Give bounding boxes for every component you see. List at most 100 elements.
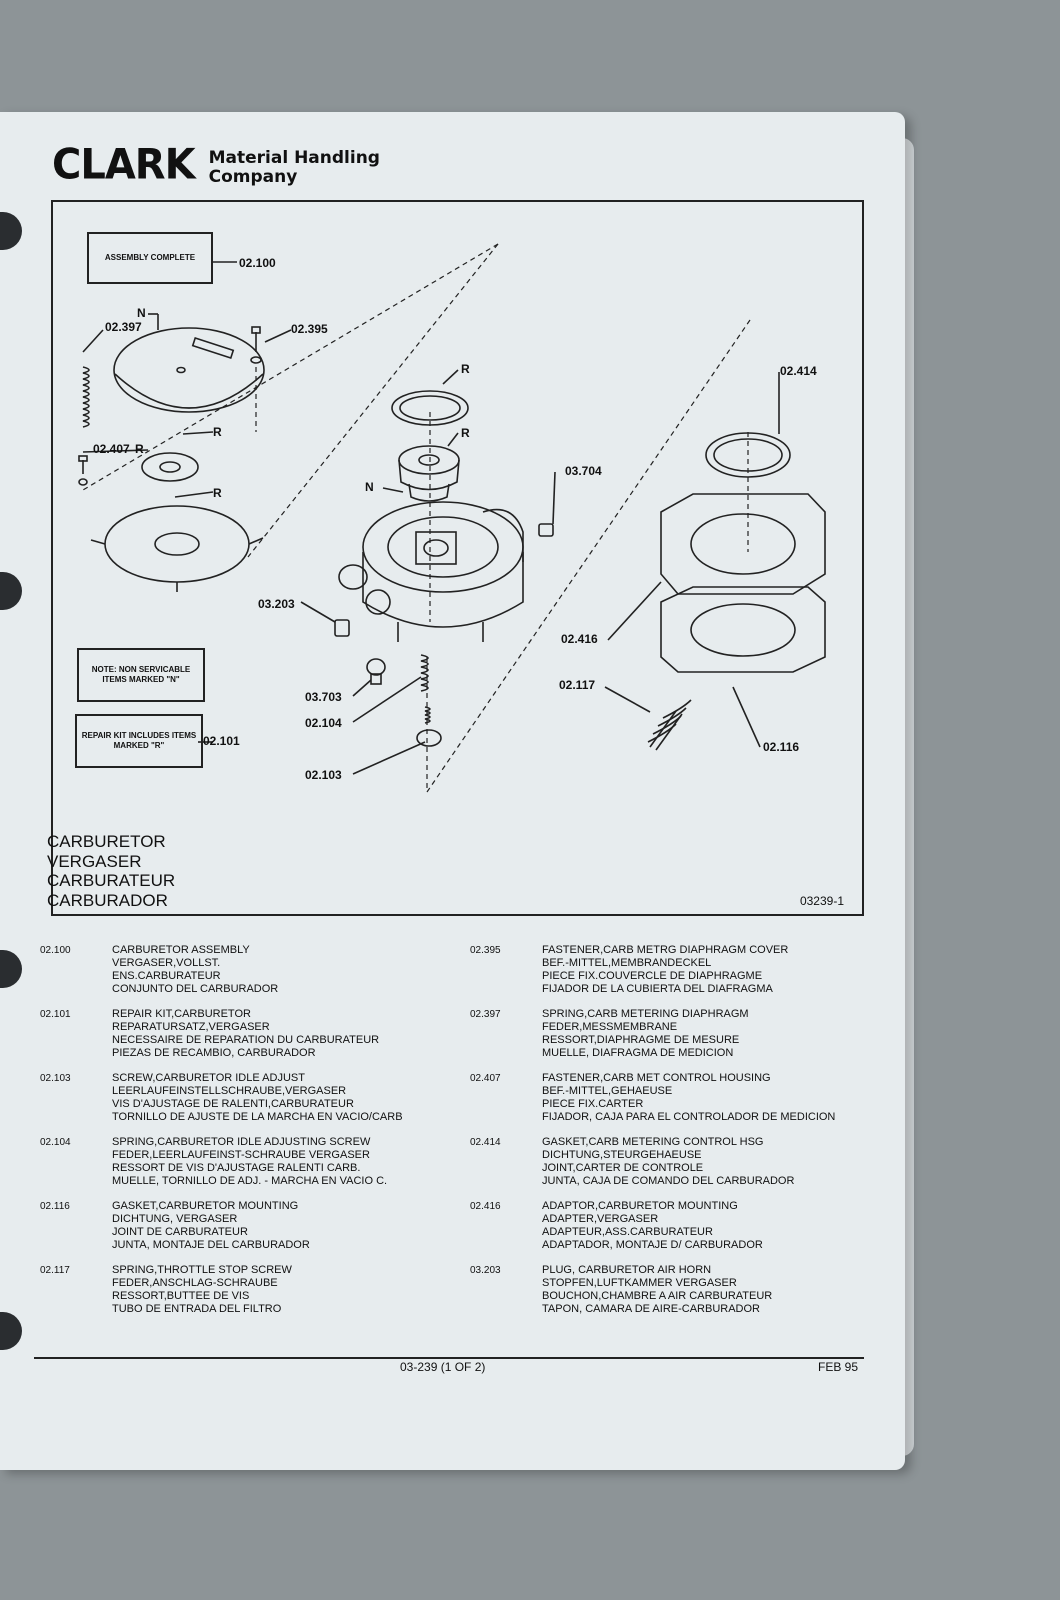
- desc-line: FIJADOR DE LA CUBIERTA DEL DIAFRAGMA: [542, 983, 773, 995]
- desc-line: MUELLE, DIAFRAGMA DE MEDICION: [542, 1047, 734, 1059]
- desc-line: BEF.-MITTEL,GEHAEUSE: [542, 1085, 673, 1097]
- part-number: 02.104: [40, 1137, 71, 1148]
- desc-line: PIEZAS DE RECAMBIO, CARBURADOR: [112, 1047, 316, 1059]
- desc-line: PLUG, CARBURETOR AIR HORN: [542, 1264, 712, 1276]
- callout-02-407: 02.407: [93, 442, 130, 456]
- desc-line: FEDER,LEERLAUFEINST-SCHRAUBE VERGASER: [112, 1149, 370, 1161]
- desc-line: FASTENER,CARB METRG DIAPHRAGM COVER: [542, 944, 789, 956]
- part-description: SPRING,THROTTLE STOP SCREW FEDER,ANSCHLA…: [112, 1264, 292, 1316]
- desc-line: SPRING,CARB METERING DIAPHRAGM: [542, 1008, 749, 1020]
- desc-line: GASKET,CARB METERING CONTROL HSG: [542, 1136, 764, 1148]
- desc-line: TAPON, CAMARA DE AIRE-CARBURADOR: [542, 1303, 760, 1315]
- desc-line: CARBURETOR ASSEMBLY: [112, 944, 250, 956]
- part-number: 02.100: [40, 945, 71, 956]
- desc-line: JUNTA, CAJA DE COMANDO DEL CARBURADOR: [542, 1175, 795, 1187]
- part-description: FASTENER,CARB MET CONTROL HOUSING BEF.-M…: [542, 1072, 835, 1124]
- callout-02-395: 02.395: [291, 322, 328, 336]
- desc-line: BOUCHON,CHAMBRE A AIR CARBURATEUR: [542, 1290, 773, 1302]
- binder-hole: [0, 212, 22, 250]
- title-english: CARBURETOR: [47, 832, 166, 851]
- desc-line: ADAPTADOR, MONTAJE D/ CARBURADOR: [542, 1239, 763, 1251]
- part-description: REPAIR KIT,CARBURETOR REPARATURSATZ,VERG…: [112, 1008, 379, 1060]
- company-logo: CLARK Material Handling Company: [52, 140, 380, 190]
- desc-line: VIS D'AJUSTAGE DE RALENTI,CARBURATEUR: [112, 1098, 354, 1110]
- desc-line: NECESSAIRE DE REPARATION DU CARBURATEUR: [112, 1034, 380, 1046]
- part-number: 02.101: [40, 1009, 71, 1020]
- part-number: 02.395: [470, 945, 501, 956]
- callout-02-397: 02.397: [105, 320, 142, 334]
- desc-line: FEDER,ANSCHLAG-SCHRAUBE: [112, 1277, 278, 1289]
- desc-line: DICHTUNG,STEURGEHAEUSE: [542, 1149, 702, 1161]
- binder-hole: [0, 950, 22, 988]
- company-name: Material Handling Company: [209, 149, 380, 187]
- desc-line: JOINT,CARTER DE CONTROLE: [542, 1162, 704, 1174]
- part-description: CARBURETOR ASSEMBLY VERGASER,VOLLST. ENS…: [112, 944, 278, 996]
- callout-02-414: 02.414: [780, 364, 817, 378]
- callout-02-101: 02.101: [203, 734, 240, 748]
- desc-line: CONJUNTO DEL CARBURADOR: [112, 983, 279, 995]
- desc-line: FASTENER,CARB MET CONTROL HOUSING: [542, 1072, 771, 1084]
- binder-hole: [0, 1312, 22, 1350]
- part-number: 02.416: [470, 1201, 501, 1212]
- assembly-complete-box: ASSEMBLY COMPLETE: [87, 232, 213, 284]
- desc-line: PIECE FIX.CARTER: [542, 1098, 644, 1110]
- desc-line: FIJADOR, CAJA PARA EL CONTROLADOR DE MED…: [542, 1111, 836, 1123]
- callout-02-104: 02.104: [305, 716, 342, 730]
- part-description: SCREW,CARBURETOR IDLE ADJUST LEERLAUFEIN…: [112, 1072, 403, 1124]
- non-serviceable-note-box: NOTE: NON SERVICABLE ITEMS MARKED "N": [77, 648, 205, 702]
- page-reference: 03-239 (1 OF 2): [400, 1360, 486, 1374]
- part-description: GASKET,CARB METERING CONTROL HSG DICHTUN…: [542, 1136, 794, 1188]
- desc-line: VERGASER,VOLLST.: [112, 957, 221, 969]
- diagram-title: CARBURETOR VERGASER CARBURATEUR CARBURAD…: [47, 832, 175, 910]
- catalog-page: [0, 112, 905, 1470]
- desc-line: ADAPTEUR,ASS.CARBURATEUR: [542, 1226, 713, 1238]
- callout-02-100: 02.100: [239, 256, 276, 270]
- desc-line: ADAPTER,VERGASER: [542, 1213, 659, 1225]
- desc-line: ENS.CARBURATEUR: [112, 970, 221, 982]
- part-number: 02.407: [470, 1073, 501, 1084]
- desc-line: STOPFEN,LUFTKAMMER VERGASER: [542, 1277, 737, 1289]
- part-description: PLUG, CARBURETOR AIR HORN STOPFEN,LUFTKA…: [542, 1264, 772, 1316]
- callout-02-116: 02.116: [763, 740, 800, 754]
- desc-line: SPRING,CARBURETOR IDLE ADJUSTING SCREW: [112, 1136, 371, 1148]
- repair-kit-box: REPAIR KIT INCLUDES ITEMS MARKED "R": [75, 714, 203, 768]
- desc-line: ADAPTOR,CARBURETOR MOUNTING: [542, 1200, 738, 1212]
- binder-hole: [0, 572, 22, 610]
- title-german: VERGASER: [47, 851, 142, 871]
- part-number: 02.117: [40, 1265, 70, 1276]
- part-number: 03.203: [470, 1265, 501, 1276]
- company-line-1: Material Handling: [208, 148, 380, 168]
- callout-03-703: 03.703: [305, 690, 342, 704]
- desc-line: REPARATURSATZ,VERGASER: [112, 1021, 270, 1033]
- desc-line: FEDER,MESSMEMBRANE: [542, 1021, 678, 1033]
- part-description: GASKET,CARBURETOR MOUNTING DICHTUNG, VER…: [112, 1200, 310, 1252]
- carburetor-drawing: [78, 243, 826, 793]
- desc-line: TORNILLO DE AJUSTE DE LA MARCHA EN VACIO…: [112, 1111, 403, 1123]
- desc-line: DICHTUNG, VERGASER: [112, 1213, 238, 1225]
- title-spanish: CARBURADOR: [47, 890, 168, 910]
- desc-line: TUBO DE ENTRADA DEL FILTRO: [112, 1303, 282, 1315]
- footer-rule: [34, 1357, 864, 1359]
- part-description: FASTENER,CARB METRG DIAPHRAGM COVER BEF.…: [542, 944, 788, 996]
- callout-r-gasket: R: [461, 362, 470, 376]
- revision-date: FEB 95: [818, 1360, 859, 1374]
- part-description: SPRING,CARB METERING DIAPHRAGM FEDER,MES…: [542, 1008, 749, 1060]
- desc-line: SCREW,CARBURETOR IDLE ADJUST: [112, 1072, 305, 1084]
- callout-r-valve: R: [461, 426, 470, 440]
- company-line-2: Company: [208, 167, 298, 187]
- callout-r-lower: R: [213, 486, 222, 500]
- desc-line: MUELLE, TORNILLO DE ADJ. - MARCHA EN VAC…: [112, 1175, 388, 1187]
- callout-02-416: 02.416: [561, 632, 598, 646]
- callout-n-body: N: [365, 480, 374, 494]
- callout-03-203: 03.203: [258, 597, 295, 611]
- desc-line: BEF.-MITTEL,MEMBRANDECKEL: [542, 957, 712, 969]
- logo-wordmark: CLARK: [52, 140, 196, 190]
- part-number: 02.414: [470, 1137, 501, 1148]
- desc-line: RESSORT,BUTTEE DE VIS: [112, 1290, 250, 1302]
- exploded-diagram: ASSEMBLY COMPLETE NOTE: NON SERVICABLE I…: [47, 200, 864, 916]
- desc-line: JUNTA, MONTAJE DEL CARBURADOR: [112, 1239, 310, 1251]
- callout-02-117: 02.117: [559, 678, 596, 692]
- title-french: CARBURATEUR: [47, 871, 176, 890]
- callout-n-cover: N: [137, 306, 146, 320]
- part-description: SPRING,CARBURETOR IDLE ADJUSTING SCREW F…: [112, 1136, 387, 1188]
